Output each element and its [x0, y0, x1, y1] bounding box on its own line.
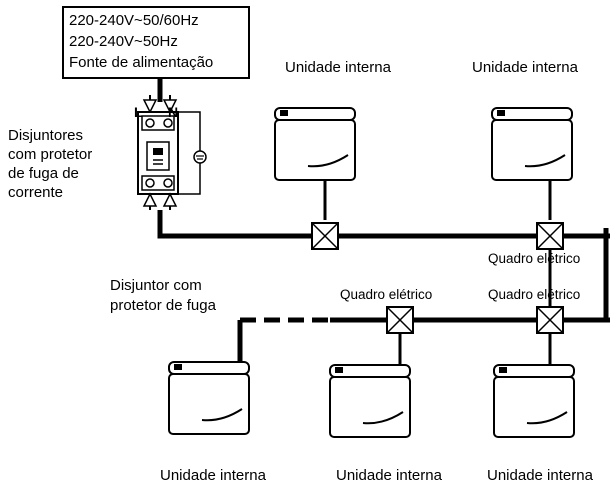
junction-label-right-upper: Quadro elétrico — [488, 251, 581, 266]
junction-box-top-mid — [311, 222, 339, 250]
indoor-unit-top-right — [491, 107, 573, 181]
breaker-label-3: de fuga de — [8, 165, 79, 182]
unit-label-top-right: Unidade interna — [472, 59, 578, 76]
ground-icon — [193, 150, 207, 164]
supply-voltage-1: 220-240V~50/60Hz — [69, 12, 199, 29]
power-supply-box: 220-240V~50/60Hz 220-240V~50Hz Fonte de … — [62, 6, 250, 79]
junction-box-bottom-mid — [386, 306, 414, 334]
supply-label: Fonte de alimentação — [69, 54, 214, 71]
indoor-unit-bottom-left — [168, 361, 250, 435]
terminal-n: N — [168, 104, 179, 120]
breaker-label-2: com protetor — [8, 146, 93, 163]
unit-label-bottom-mid: Unidade interna — [336, 467, 442, 484]
junction-box-top-right — [536, 222, 564, 250]
leak-breaker-label-2: protetor de fuga — [110, 297, 216, 314]
unit-label-top-mid: Unidade interna — [285, 59, 391, 76]
main-cable-upper — [157, 210, 610, 239]
breaker-device — [137, 95, 207, 210]
indoor-unit-bottom-right — [493, 364, 575, 438]
junction-label-right-lower: Quadro elétrico — [488, 287, 581, 302]
junction-box-bottom-right — [536, 306, 564, 334]
leak-breaker-label-1: Disjuntor com — [110, 277, 202, 294]
unit-label-bottom-left: Unidade interna — [160, 467, 266, 484]
terminal-l: L — [134, 104, 143, 120]
breaker-label-4: corrente — [8, 184, 64, 201]
indoor-unit-top-mid — [274, 107, 356, 181]
indoor-unit-bottom-mid — [329, 364, 411, 438]
breaker-label-1: Disjuntores — [8, 127, 84, 144]
junction-label-mid-lower: Quadro elétrico — [340, 287, 433, 302]
unit-label-bottom-right: Unidade interna — [487, 467, 593, 484]
supply-voltage-2: 220-240V~50Hz — [69, 33, 178, 50]
